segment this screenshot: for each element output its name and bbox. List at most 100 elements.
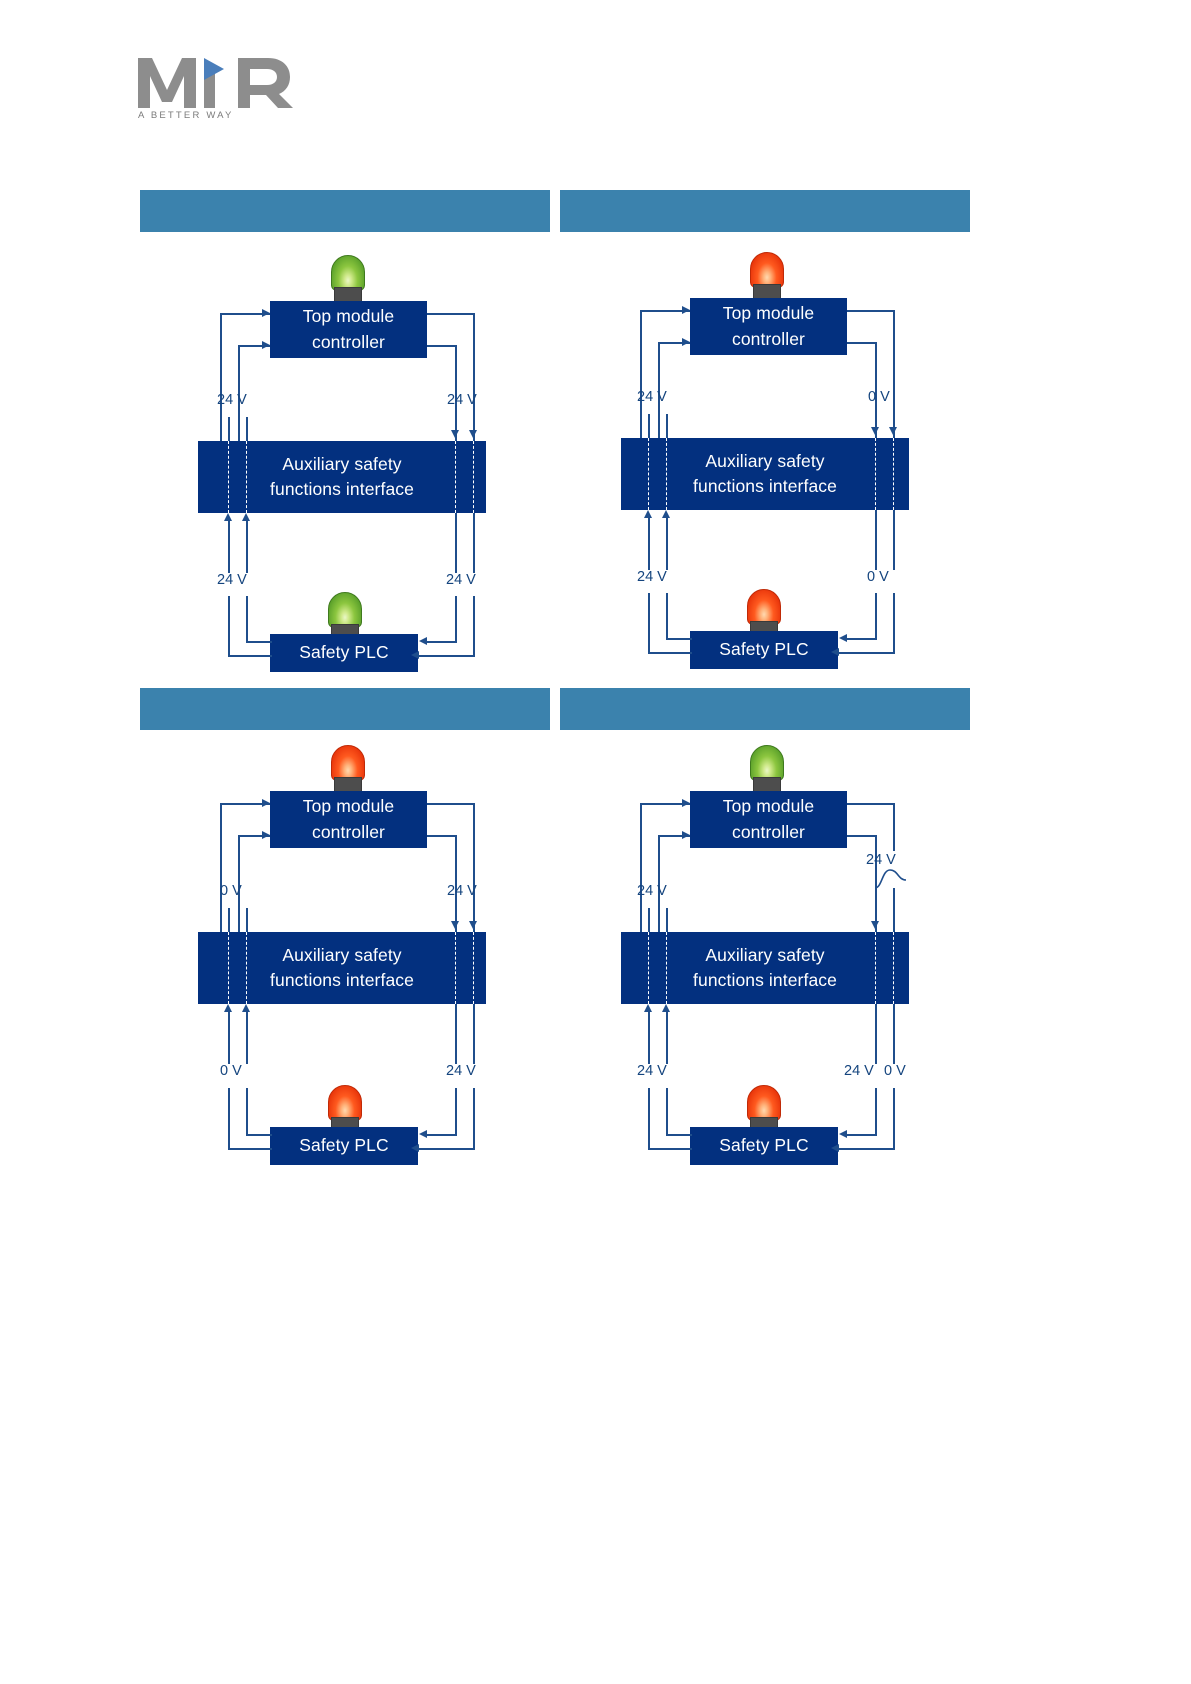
panel-4-label-lower-right-b: 0 V: [884, 1063, 906, 1079]
arrow-icon: [469, 921, 477, 929]
panel-1-label-lower-right: 24 V: [446, 572, 476, 588]
wire-dashed: [666, 932, 667, 1004]
wire: [648, 1012, 650, 1064]
panel-4-label-upper-right-top: 24 V: [866, 852, 896, 868]
panel-4-top-lamp-green: [746, 745, 788, 793]
wire: [246, 1088, 248, 1134]
wire: [427, 345, 457, 347]
wire: [427, 641, 457, 643]
wire-dashed: [228, 441, 229, 513]
wire: [473, 513, 475, 573]
wire: [648, 593, 650, 652]
block-label: Safety PLC: [299, 1135, 389, 1156]
wire: [220, 803, 270, 805]
arrow-icon: [451, 921, 459, 929]
arrow-icon: [831, 648, 839, 656]
wire: [246, 1134, 272, 1136]
panel-1-top-module-controller: Top module controller: [270, 301, 427, 358]
wire: [839, 652, 895, 654]
wire-dashed: [648, 438, 649, 510]
panel-4-header: [560, 688, 970, 730]
wire: [658, 342, 660, 438]
logo-tagline: A BETTER WAY: [138, 110, 234, 120]
wire-dashed: [893, 932, 894, 1004]
wire: [220, 313, 222, 441]
panel-3-top-lamp-red: [327, 745, 369, 793]
wire-dashed: [455, 441, 456, 513]
wire: [246, 596, 248, 641]
arrow-icon: [889, 427, 897, 435]
wire: [427, 803, 475, 805]
block-label: Top module controller: [722, 796, 815, 842]
wire: [648, 518, 650, 570]
block-label: Auxiliary safety functions interface: [693, 944, 837, 990]
panel-2-safety-plc: Safety PLC: [690, 631, 838, 669]
arrow-icon: [871, 921, 879, 929]
block-label: Auxiliary safety functions interface: [270, 453, 414, 499]
wire: [893, 310, 895, 438]
panel-1-label-lower-left: 24 V: [217, 572, 247, 588]
arrow-icon: [662, 1004, 670, 1012]
arrow-icon: [411, 1144, 419, 1152]
wire: [228, 908, 230, 932]
wire-dashed: [473, 932, 474, 1004]
wire: [228, 1012, 230, 1064]
panel-1-safety-plc: Safety PLC: [270, 634, 418, 672]
wire: [220, 803, 222, 932]
block-label: Top module controller: [302, 306, 395, 352]
block-label: Safety PLC: [299, 642, 389, 663]
arrow-icon: [262, 341, 270, 349]
panel-2-label-lower-right: 0 V: [867, 569, 889, 585]
arrow-icon: [262, 309, 270, 317]
arrow-icon: [242, 513, 250, 521]
arrow-icon: [262, 831, 270, 839]
wire: [875, 835, 877, 932]
panel-3-bottom-lamp-red: [324, 1085, 366, 1133]
wire: [666, 908, 668, 932]
wire: [893, 803, 895, 851]
wire: [228, 521, 230, 573]
wire: [666, 414, 668, 438]
lamp-dome: [331, 255, 365, 291]
panel-3-label-lower-right: 24 V: [446, 1063, 476, 1079]
wire: [228, 596, 230, 655]
arrow-icon: [644, 1004, 652, 1012]
wire: [220, 313, 270, 315]
lamp-dome: [331, 745, 365, 781]
wire: [839, 1148, 895, 1150]
wire: [648, 908, 650, 932]
panel-1-auxiliary-interface: Auxiliary safety functions interface: [198, 441, 486, 513]
arrow-icon: [224, 513, 232, 521]
wire: [658, 342, 690, 344]
block-label: Auxiliary safety functions interface: [270, 944, 414, 990]
arrow-icon: [451, 430, 459, 438]
wire: [847, 638, 877, 640]
panel-1-bottom-lamp-green: [324, 592, 366, 640]
arrow-icon: [682, 306, 690, 314]
panel-2-label-lower-left: 24 V: [637, 569, 667, 585]
wire-dashed: [648, 932, 649, 1004]
wire: [640, 310, 690, 312]
wire: [847, 803, 895, 805]
panel-3-safety-plc: Safety PLC: [270, 1127, 418, 1165]
wire: [455, 835, 457, 932]
wire: [893, 888, 895, 932]
lamp-dome: [747, 1085, 781, 1121]
panel-2-top-module-controller: Top module controller: [690, 298, 847, 355]
arrow-icon: [682, 831, 690, 839]
wire: [246, 1012, 248, 1064]
lamp-dome: [747, 589, 781, 625]
panel-3-label-lower-left: 0 V: [220, 1063, 242, 1079]
arrow-icon: [242, 1004, 250, 1012]
arrow-icon: [224, 1004, 232, 1012]
wire: [893, 1004, 895, 1064]
wire: [847, 1134, 877, 1136]
panel-2-auxiliary-interface: Auxiliary safety functions interface: [621, 438, 909, 510]
wire: [473, 313, 475, 441]
wire: [473, 1004, 475, 1064]
arrow-icon: [262, 799, 270, 807]
arrow-icon: [839, 634, 847, 642]
wire: [658, 835, 690, 837]
wire: [473, 1088, 475, 1148]
lamp-dome: [328, 1085, 362, 1121]
